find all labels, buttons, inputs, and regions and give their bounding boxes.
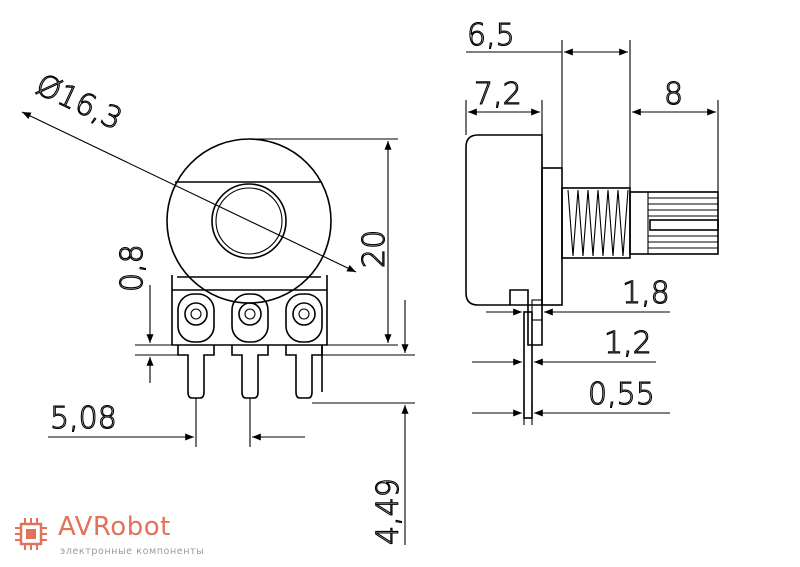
dim-body-depth: 7,2 (474, 77, 522, 112)
terminal-left (177, 293, 215, 343)
terminal-middle (231, 293, 269, 343)
dim-shaft-to-body: 6,5 (467, 18, 515, 53)
side-view (465, 40, 719, 425)
dim-pin-offset: 0,8 (115, 244, 150, 292)
dim-shaft-length: 8 (664, 77, 683, 112)
dim-diameter: Ø16,3 (31, 68, 128, 138)
dim-height-20: 20 (357, 230, 392, 268)
logo-tagline: электронные компоненты (60, 546, 205, 557)
logo-name: AVRobot (58, 512, 171, 542)
dim-pitch: 5,08 (50, 401, 117, 436)
knurl-lines (648, 197, 719, 249)
chip-logo-icon (15, 518, 47, 550)
front-view (21, 111, 415, 545)
dim-pin-length: 4,49 (371, 478, 406, 545)
dim-tab-thickness: 1,8 (622, 276, 670, 311)
dim-pin-width: 1,2 (604, 326, 652, 361)
terminal-right (285, 293, 323, 343)
dim-pin-thickness: 0,55 (588, 377, 655, 412)
